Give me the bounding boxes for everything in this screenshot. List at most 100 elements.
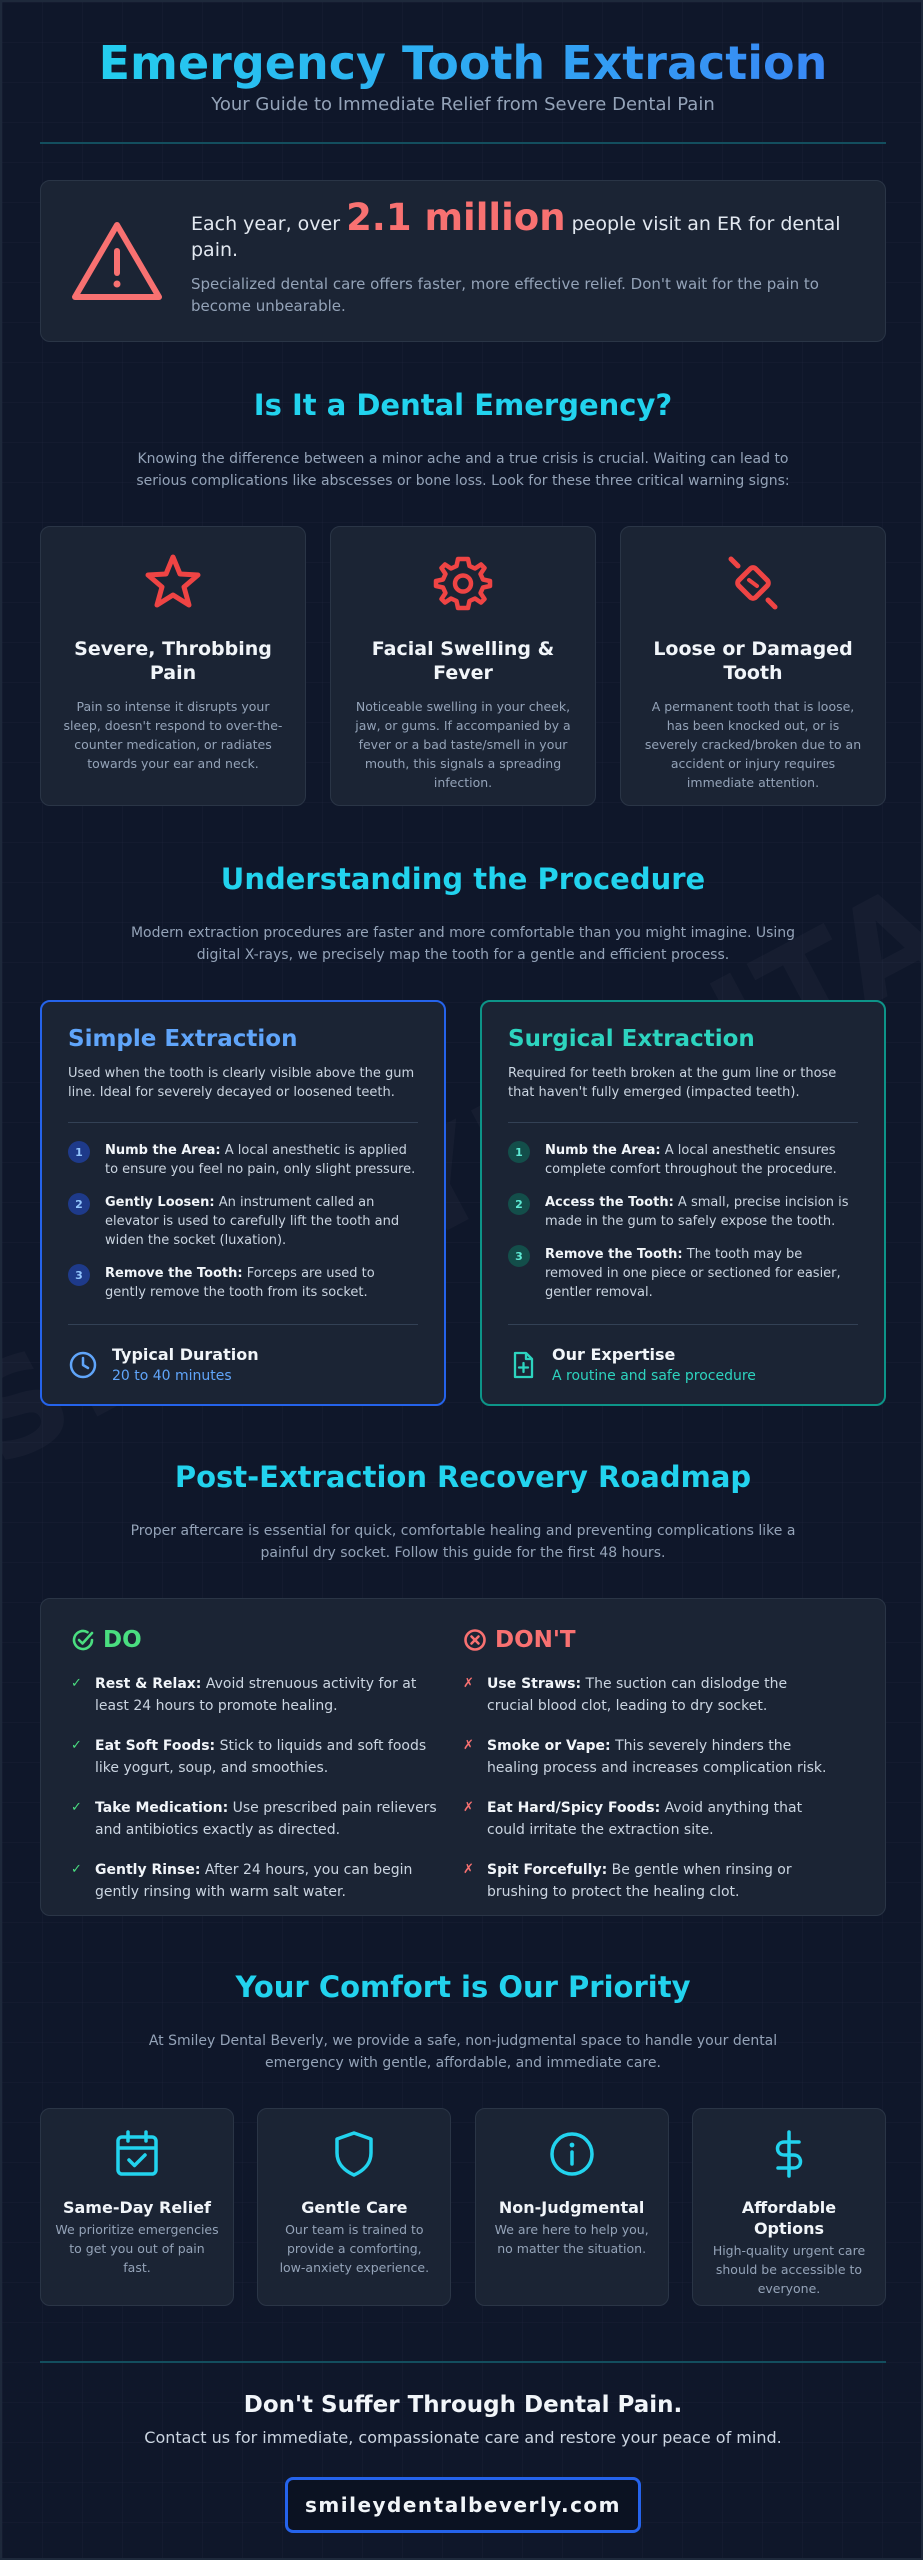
comfort-card-desc: We prioritize emergencies to get you out… [55, 2222, 219, 2275]
comfort-card: Gentle Care Our team is trained to provi… [257, 2108, 452, 2306]
dont-item: ✗ Spit Forcefully: Be gentle when rinsing… [463, 1859, 831, 1903]
comfort-card-title: Non-Judgmental [498, 2198, 645, 2217]
step-number: 1 [508, 1141, 530, 1163]
comfort-card: Same-Day Relief We prioritize emergencie… [40, 2108, 234, 2306]
cross-icon: ✗ [463, 1738, 474, 1753]
do-item-text: Stick to liquids and soft foods like yog… [95, 1738, 427, 1776]
dollar-icon [775, 2130, 803, 2178]
recovery-title: Post-Extraction Recovery Roadmap [174, 1460, 752, 1494]
page-footer: Don't Suffer Through Dental Pain. Contac… [40, 2392, 886, 2533]
do-item-text: After 24 hours, you can begin gently rin… [95, 1862, 413, 1900]
do-item-label: Eat Soft Foods: [95, 1738, 216, 1754]
cross-icon: ✗ [463, 1862, 474, 1877]
footer-headline: Don't Suffer Through Dental Pain. [243, 2392, 683, 2418]
procedure-cards: Simple Extraction Used when the tooth is… [40, 1000, 886, 1406]
expertise-label: Our Expertise [552, 1345, 676, 1364]
dont-item-text: Avoid anything that could irritate the e… [487, 1800, 803, 1838]
stat-suffix: people visit an ER for dental pain. [191, 213, 841, 261]
comfort-card-desc: Our team is trained to provide a comfort… [279, 2222, 430, 2275]
step-text: Forceps are used to gently remove the to… [105, 1266, 375, 1300]
step-label: Access the Tooth: [545, 1195, 674, 1210]
do-heading: DO [71, 1627, 439, 1653]
check-icon: ✓ [71, 1862, 82, 1877]
comfort-cards: Same-Day Relief We prioritize emergencie… [40, 2108, 886, 2306]
check-icon: ✓ [71, 1738, 82, 1753]
emergency-card: Severe, Throbbing Pain Pain so intense i… [40, 526, 306, 806]
do-title: DO [103, 1627, 142, 1653]
website-link-button[interactable]: smileydentalbeverly.com [285, 2477, 641, 2533]
emergency-card-title: Loose or Damaged Tooth [653, 638, 853, 684]
emergency-card: Loose or Damaged Tooth A permanent tooth… [620, 526, 886, 806]
emergency-card-desc: A permanent tooth that is loose, has bee… [644, 699, 862, 790]
recovery-intro: Proper aftercare is essential for quick,… [130, 1523, 796, 1561]
step-text: A local anesthetic ensures complete comf… [545, 1143, 837, 1177]
step-number: 3 [68, 1264, 90, 1286]
check-icon: ✓ [71, 1800, 82, 1815]
surgical-extraction-desc: Required for teeth broken at the gum lin… [508, 1066, 837, 1100]
divider [68, 1122, 418, 1123]
comfort-card-title: Gentle Care [301, 2198, 408, 2217]
broken-tooth-icon [728, 556, 778, 610]
dont-item-text: Be gentle when rinsing or brushing to pr… [487, 1862, 792, 1900]
dont-item: ✗Use Straws: The suction can dislodge th… [463, 1673, 831, 1717]
procedure-step: 2 Access the Tooth: A small, precise inc… [508, 1193, 858, 1231]
stat-prefix: Each year, over [191, 213, 347, 235]
emergency-title: Is It a Dental Emergency? [253, 388, 673, 422]
emergency-card-desc: Pain so intense it disrupts your sleep, … [63, 699, 283, 771]
clock-icon [69, 1351, 97, 1378]
simple-extraction-card: Simple Extraction Used when the tooth is… [40, 1000, 446, 1406]
emergency-card-desc: Noticeable swelling in your cheek, jaw, … [355, 699, 571, 790]
surgical-extraction-footer: Our Expertise A routine and safe procedu… [508, 1345, 858, 1384]
dont-item: ✗Smoke or Vape: This severely hinders th… [463, 1735, 831, 1779]
step-label: Remove the Tooth: [105, 1266, 243, 1281]
emergency-card-title: Severe, Throbbing Pain [74, 638, 272, 684]
dont-title: DON'T [495, 1627, 576, 1653]
do-item: ✓Gently Rinse: After 24 hours, you can b… [71, 1859, 439, 1903]
step-label: Gently Loosen: [105, 1195, 215, 1210]
info-icon [549, 2132, 594, 2176]
duration-value: 20 to 40 minutes [112, 1368, 232, 1384]
step-label: Remove the Tooth: [545, 1247, 683, 1262]
procedure-section: Understanding the Procedure Modern extra… [40, 862, 886, 1406]
comfort-card-title: Affordable Options [741, 2198, 837, 2238]
comfort-card-desc: We are here to help you, no matter the s… [494, 2222, 649, 2256]
cross-icon: ✗ [463, 1676, 474, 1691]
page-title: Emergency Tooth Extraction [40, 34, 886, 92]
step-label: Numb the Area: [105, 1143, 221, 1158]
dont-heading: DON'T [463, 1627, 831, 1653]
gear-swelling-icon [433, 556, 493, 611]
do-item-label: Rest & Relax: [95, 1676, 202, 1692]
procedure-step: 1 Numb the Area: A local anesthetic ensu… [508, 1141, 858, 1179]
expertise-value: A routine and safe procedure [552, 1368, 756, 1384]
step-label: Numb the Area: [545, 1143, 661, 1158]
check-icon: ✓ [71, 1676, 82, 1691]
procedure-intro: Modern extraction procedures are faster … [130, 925, 796, 963]
do-item: ✓Take Medication: Use prescribed pain re… [71, 1797, 439, 1841]
x-circle-icon [464, 1629, 486, 1651]
step-text: The tooth may be removed in one piece or… [545, 1247, 841, 1300]
shield-icon [335, 2131, 374, 2177]
check-circle-icon [72, 1629, 94, 1651]
divider [68, 1324, 418, 1325]
step-text: A local anesthetic is applied to ensure … [105, 1143, 416, 1177]
dont-item-label: Eat Hard/Spicy Foods: [487, 1800, 661, 1816]
star-pain-icon [145, 554, 201, 608]
do-item-text: Avoid strenuous activity for at least 24… [95, 1676, 417, 1714]
procedure-step: 3 Remove the Tooth: The tooth may be rem… [508, 1245, 858, 1302]
simple-extraction-title: Simple Extraction [68, 1026, 298, 1052]
step-number: 2 [508, 1193, 530, 1215]
recovery-card: DO ✓ Rest & Relax: Avoid strenuous activi… [40, 1598, 886, 1916]
step-number: 1 [68, 1141, 90, 1163]
page-subtitle: Your Guide to Immediate Relief from Seve… [211, 94, 715, 115]
footer-divider [40, 2361, 886, 2363]
step-number: 2 [68, 1193, 90, 1215]
comfort-title: Your Comfort is Our Priority [235, 1970, 691, 2004]
step-text: A small, precise incision is made in the… [545, 1195, 849, 1229]
emergency-section: Is It a Dental Emergency? Knowing the di… [40, 388, 886, 806]
emergency-intro: Knowing the difference between a minor a… [136, 451, 790, 489]
emergency-card-title: Facial Swelling & Fever [371, 638, 555, 684]
dont-item-text: The suction can dislodge the crucial blo… [487, 1676, 788, 1714]
simple-extraction-desc: Used when the tooth is clearly visible a… [68, 1066, 415, 1100]
dont-item-label: Spit Forcefully: [487, 1862, 608, 1878]
